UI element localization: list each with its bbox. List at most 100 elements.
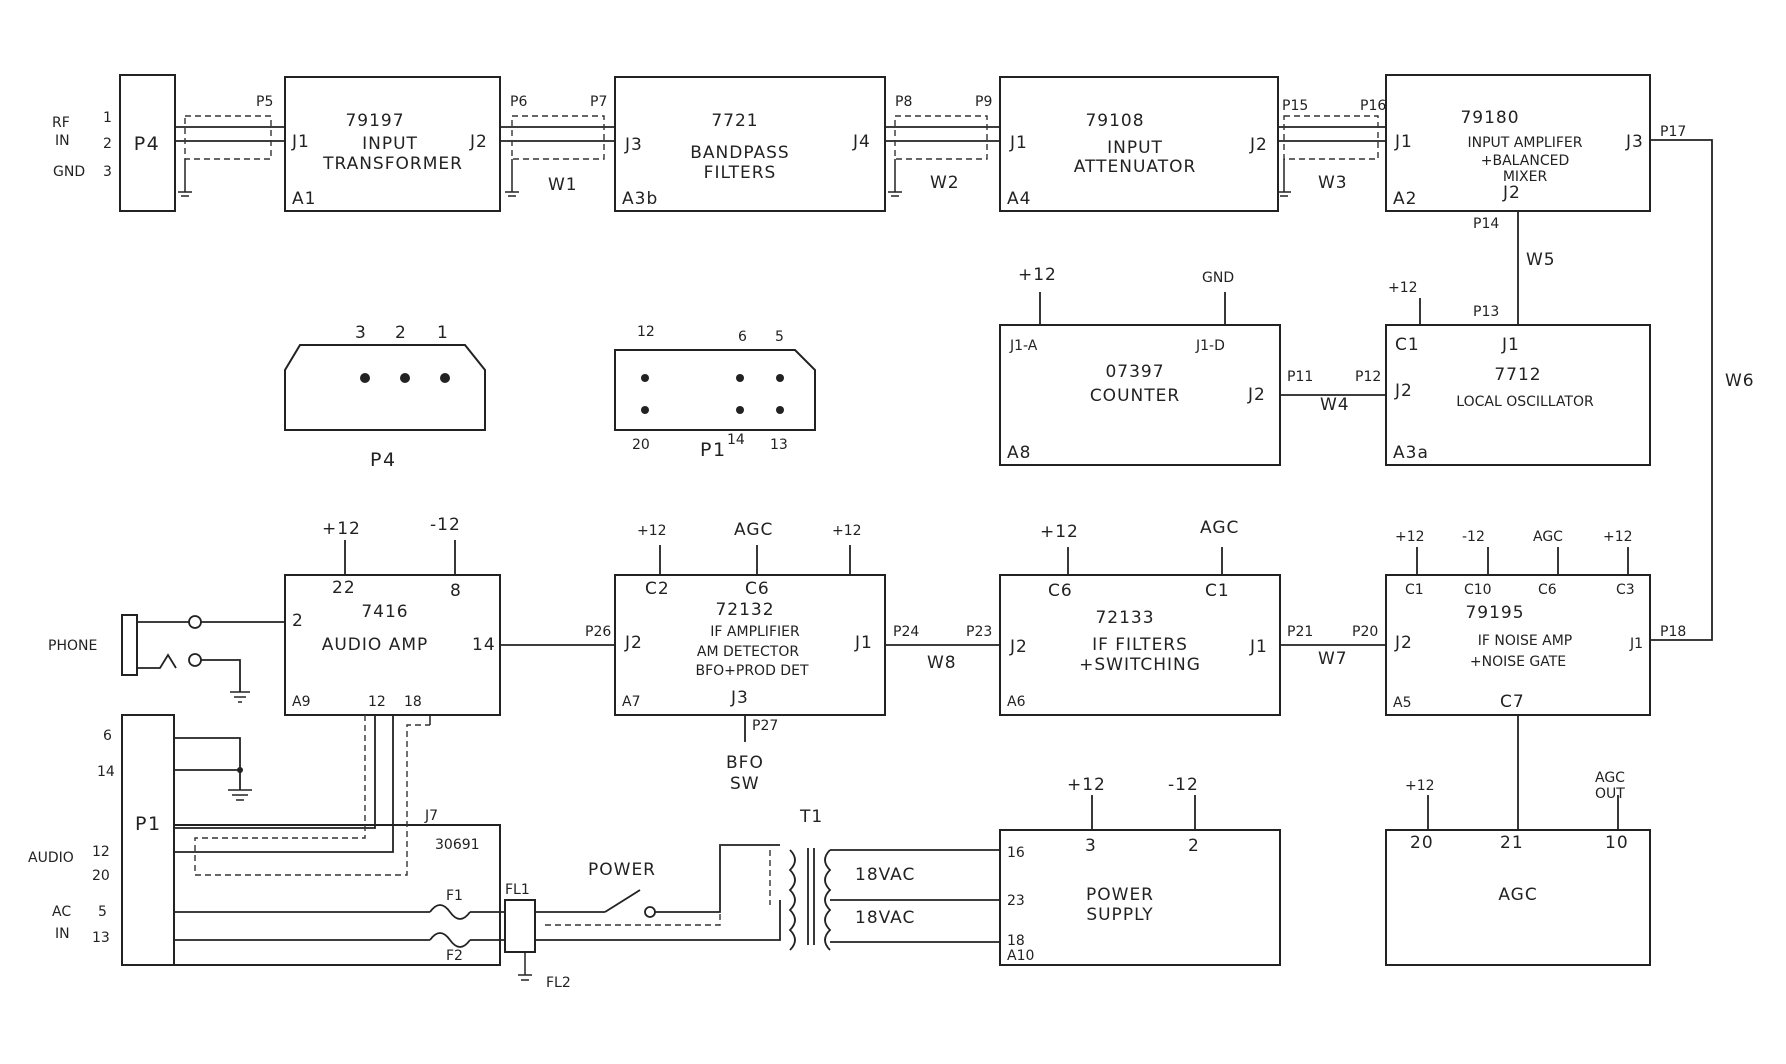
wire-w8: W8: [927, 653, 957, 673]
agc-out-label1: AGC: [1595, 770, 1625, 786]
a9-pin14: 14: [472, 635, 496, 655]
a7-name-line2: AM DETECTOR: [697, 644, 799, 660]
plug-p9: P9: [975, 94, 992, 110]
a10-pin2: 2: [1188, 836, 1200, 856]
power-switch-label: POWER: [588, 860, 656, 880]
a5-c10: C10: [1464, 582, 1492, 598]
a4-j1: J1: [1009, 133, 1028, 153]
p4-connector-drawing: 3 2 1 P4: [284, 323, 486, 471]
a6-id: A6: [1007, 694, 1026, 710]
plug-p18: P18: [1660, 624, 1686, 640]
p1-input-20: 20: [92, 868, 110, 884]
a7-c6: C6: [745, 579, 770, 599]
top-plug-labels: P5 P6 P7 P8 P9 P15 P16 P17 P14 P13 P11 P…: [256, 94, 1755, 415]
a10-pin18: 18: [1007, 933, 1025, 949]
rf-pin-1: 1: [103, 110, 112, 126]
p1-pin-12: 12: [637, 324, 655, 340]
a8-j1a: J1-A: [1009, 338, 1038, 354]
a9-plus12: +12: [322, 519, 361, 539]
a9-pin2: 2: [292, 611, 304, 631]
agc-pin21: 21: [1500, 833, 1524, 853]
a10-pin16: 16: [1007, 845, 1025, 861]
a4-j2: J2: [1249, 135, 1268, 155]
a5-part-number: 79195: [1465, 603, 1524, 623]
fuse-f2: F2: [446, 948, 463, 964]
a2-j1: J1: [1394, 132, 1413, 152]
a6-j1: J1: [1249, 637, 1268, 657]
p1-pin-14: 14: [727, 432, 745, 448]
a7-plus12-b: +12: [832, 523, 862, 539]
a3a-name: LOCAL OSCILLATOR: [1456, 394, 1594, 410]
middle-rails: +12 -12 +12 AGC +12 +12 AGC +12 -12 AGC …: [322, 515, 1633, 575]
a10-name-line1: POWER: [1086, 885, 1154, 905]
bfo-switch-label2: SW: [730, 774, 760, 794]
a8-plus12: +12: [1018, 265, 1057, 285]
plug-p5: P5: [256, 94, 273, 110]
a10-pin23: 23: [1007, 893, 1025, 909]
a5-j2: J2: [1394, 633, 1413, 653]
phone-label: PHONE: [48, 638, 97, 654]
a8-id: A8: [1007, 443, 1031, 463]
a10-pin3: 3: [1085, 836, 1097, 856]
p1-input-12: 12: [92, 844, 110, 860]
a2-j3: J3: [1625, 132, 1644, 152]
a4-name-line1: INPUT: [1107, 138, 1163, 158]
p1-pin-20: 20: [632, 437, 650, 453]
p4-box-label: P4: [134, 133, 161, 155]
block-a8: J1-A J1-D 07397 COUNTER J2 A8: [999, 324, 1281, 466]
a9-part-number: 7416: [361, 602, 408, 622]
a3a-id: A3a: [1393, 443, 1429, 463]
in-label: IN: [55, 133, 70, 149]
filter-fl1: FL1: [505, 882, 530, 898]
a7-j2: J2: [624, 633, 643, 653]
plug-p20: P20: [1352, 624, 1378, 640]
a7-j1: J1: [854, 633, 873, 653]
wire-w3: W3: [1318, 173, 1348, 193]
agc-pin10: 10: [1605, 833, 1629, 853]
a3b-name-line1: BANDPASS: [690, 143, 789, 163]
block-a1: 79197 INPUT TRANSFORMER J1 J2 A1: [284, 76, 501, 212]
a7-j3: J3: [730, 688, 749, 708]
a6-j2: J2: [1009, 637, 1028, 657]
plug-p11: P11: [1287, 369, 1313, 385]
block-a7: C2 C6 72132 IF AMPLIFIER AM DETECTOR BFO…: [614, 574, 886, 716]
a6-name-line2: +SWITCHING: [1079, 655, 1201, 675]
counter-rails: +12 GND +12: [1018, 265, 1421, 325]
p1-connector-label: P1: [700, 439, 727, 461]
a8-j1d: J1-D: [1195, 338, 1225, 354]
a3a-c1: C1: [1395, 335, 1420, 355]
block-a9: 22 8 7416 AUDIO AMP 2 14 12 18 A9: [284, 574, 501, 716]
plug-p27: P27: [752, 718, 778, 734]
a9-pin18: 18: [404, 694, 422, 710]
a4-id: A4: [1007, 189, 1031, 209]
block-a6: C6 C1 72133 IF FILTERS +SWITCHING J2 J1 …: [999, 574, 1281, 716]
transformer-t1: T1 18VAC 18VAC: [788, 807, 1000, 951]
a7-plus12: +12: [637, 523, 667, 539]
p4-box: P4: [119, 74, 176, 212]
block-a4: 79108 INPUT ATTENUATOR J1 J2 A4: [999, 76, 1279, 212]
p1-block-label: P1: [135, 813, 162, 835]
audio-label: AUDIO: [28, 850, 74, 866]
plug-p23: P23: [966, 624, 992, 640]
a3a-j2: J2: [1394, 381, 1413, 401]
a8-j2: J2: [1247, 385, 1266, 405]
j7-part-number: 30691: [435, 837, 480, 853]
a5-c6: C6: [1538, 582, 1557, 598]
a5-id: A5: [1393, 695, 1411, 711]
wire-w6: W6: [1725, 371, 1755, 391]
a7-id: A7: [622, 694, 640, 710]
wire-w2: W2: [930, 173, 960, 193]
a4-name-line2: ATTENUATOR: [1074, 157, 1197, 177]
a8-part-number: 07397: [1105, 362, 1164, 382]
wire-w7: W7: [1318, 649, 1348, 669]
a5-c7: C7: [1500, 692, 1525, 712]
p1-input-14: 14: [97, 764, 115, 780]
agc-pin20: 20: [1410, 833, 1434, 853]
p1-input-13: 13: [92, 930, 110, 946]
a2-name-line3: MIXER: [1503, 169, 1548, 185]
plug-p16: P16: [1360, 98, 1386, 114]
a8-name: COUNTER: [1090, 386, 1180, 406]
a10-name-line2: SUPPLY: [1086, 905, 1153, 925]
a6-plus12: +12: [1040, 522, 1079, 542]
